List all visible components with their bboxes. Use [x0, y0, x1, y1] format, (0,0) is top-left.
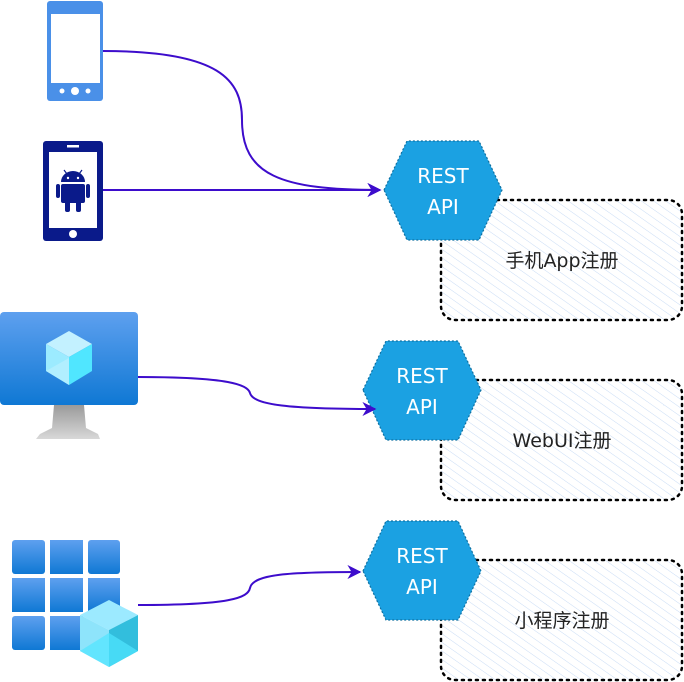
hex-label-line1: REST	[417, 164, 469, 188]
hex-label-line2: API	[406, 395, 438, 419]
target-box-webui[interactable]: WebUI注册	[439, 378, 684, 502]
target-label-mobile-app: 手机App注册	[505, 250, 618, 272]
rest-api-hexagon-1[interactable]: REST API	[383, 140, 503, 241]
hex-label-line1: REST	[396, 364, 448, 388]
app-grid-with-cube-icon	[12, 540, 138, 667]
smartphone-icon	[47, 1, 103, 101]
target-label-webui: WebUI注册	[513, 430, 612, 452]
monitor-with-cube-icon	[0, 312, 138, 439]
target-label-mini-program: 小程序注册	[514, 610, 609, 632]
android-phone-icon	[43, 141, 103, 241]
rest-api-hexagon-2[interactable]: REST API	[362, 340, 482, 441]
target-box-mini-program[interactable]: 小程序注册	[439, 558, 684, 682]
hex-label-line2: API	[406, 575, 438, 599]
hex-label-line2: API	[427, 195, 459, 219]
target-box-mobile-app[interactable]: 手机App注册	[439, 198, 684, 322]
hex-label-line1: REST	[396, 544, 448, 568]
android-robot-icon	[56, 169, 90, 212]
connector-phone-to-api[interactable]	[102, 50, 382, 197]
rest-api-hexagon-3[interactable]: REST API	[362, 520, 482, 621]
connector-miniprogram-to-api[interactable]	[137, 565, 362, 606]
connector-web-to-api[interactable]	[137, 376, 377, 416]
